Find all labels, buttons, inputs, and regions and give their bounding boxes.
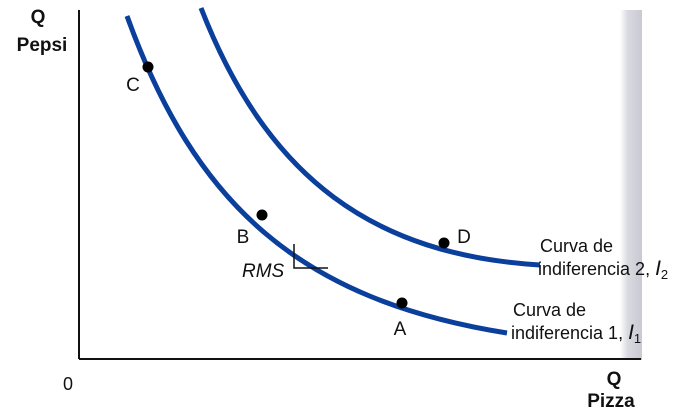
curve-2-label-text: indiferencia 2, xyxy=(538,259,655,279)
indifference-curve-1 xyxy=(124,15,508,336)
x-axis-title-q: Q xyxy=(607,369,622,390)
point-b xyxy=(256,209,268,221)
point-label-c: C xyxy=(126,75,140,96)
curve-2-subscript: 2 xyxy=(661,267,668,282)
rms-slope-marker xyxy=(293,244,328,269)
curve-2-label-line2: indiferencia 2, I2 xyxy=(538,257,668,282)
point-label-b: B xyxy=(237,227,250,248)
indifference-curve-2 xyxy=(198,7,541,268)
point-d xyxy=(438,237,450,249)
curve-1-label-line1: Curva de xyxy=(513,300,586,320)
curve-2-symbol: I xyxy=(655,257,661,280)
point-label-d: D xyxy=(457,227,471,248)
point-a xyxy=(396,297,408,309)
side-shadow xyxy=(620,10,642,360)
point-c xyxy=(142,61,154,73)
origin-label: 0 xyxy=(63,374,73,394)
curve-1-subscript: 1 xyxy=(634,331,641,346)
y-axis-title-pepsi: Pepsi xyxy=(17,35,68,56)
curve-2-label-line1: Curva de xyxy=(540,236,613,256)
curve-1-label-text: indiferencia 1, xyxy=(511,323,628,343)
x-axis-title-pizza: Pizza xyxy=(587,391,635,412)
curve-1-label-line2: indiferencia 1, I1 xyxy=(511,321,641,346)
y-axis-title-q: Q xyxy=(31,7,46,28)
rms-label: RMS xyxy=(242,261,285,282)
point-label-a: A xyxy=(394,319,407,340)
curve-1-symbol: I xyxy=(628,321,634,344)
